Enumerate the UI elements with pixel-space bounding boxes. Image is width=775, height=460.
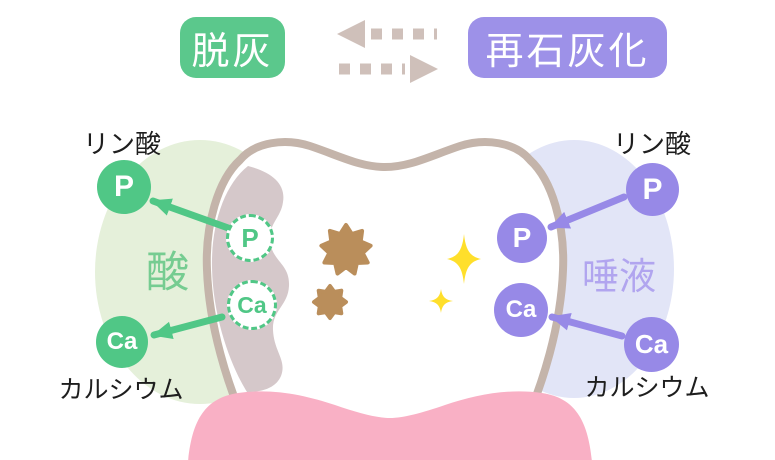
phosphorus-ion-entering-tooth: P: [497, 213, 547, 263]
tooth-outline: [202, 138, 568, 432]
bacteria-burst-small: [312, 284, 348, 320]
phosphorus-ion-in-saliva: P: [626, 163, 679, 216]
bacteria-burst-large: [319, 223, 373, 276]
demineralization-direction-arrow: [337, 20, 437, 48]
phosphorus-ion-leaving-tooth: P: [226, 214, 274, 262]
calcium-out-arrow: [150, 313, 226, 340]
calcium-label-right: カルシウム: [584, 374, 710, 402]
phosphate-in-arrow: [547, 193, 628, 231]
acid-zone-label: 酸: [146, 249, 189, 297]
phosphate-label-right: リン酸: [612, 129, 691, 159]
gum: [188, 391, 592, 460]
calcium-ion-in-saliva: Ca: [624, 317, 679, 372]
sparkle-large: [447, 234, 481, 284]
sparkle-small: [429, 289, 453, 313]
calcium-ion-leaving-tooth: Ca: [227, 280, 277, 330]
remineralization-badge: 再石灰化: [468, 17, 667, 78]
phosphate-label-left: リン酸: [82, 129, 161, 159]
calcium-ion-released: Ca: [96, 316, 148, 368]
saliva-zone-label: 唾液: [582, 256, 656, 297]
remineralization-direction-arrow: [339, 55, 438, 83]
calcium-in-arrow: [548, 313, 626, 340]
phosphate-out-arrow: [149, 197, 235, 233]
calcium-label-left: カルシウム: [58, 376, 184, 404]
phosphorus-ion-released: P: [97, 160, 151, 214]
tooth-body: [206, 142, 564, 430]
calcium-ion-entering-tooth: Ca: [494, 283, 548, 337]
demineralization-badge: 脱灰: [180, 17, 285, 78]
